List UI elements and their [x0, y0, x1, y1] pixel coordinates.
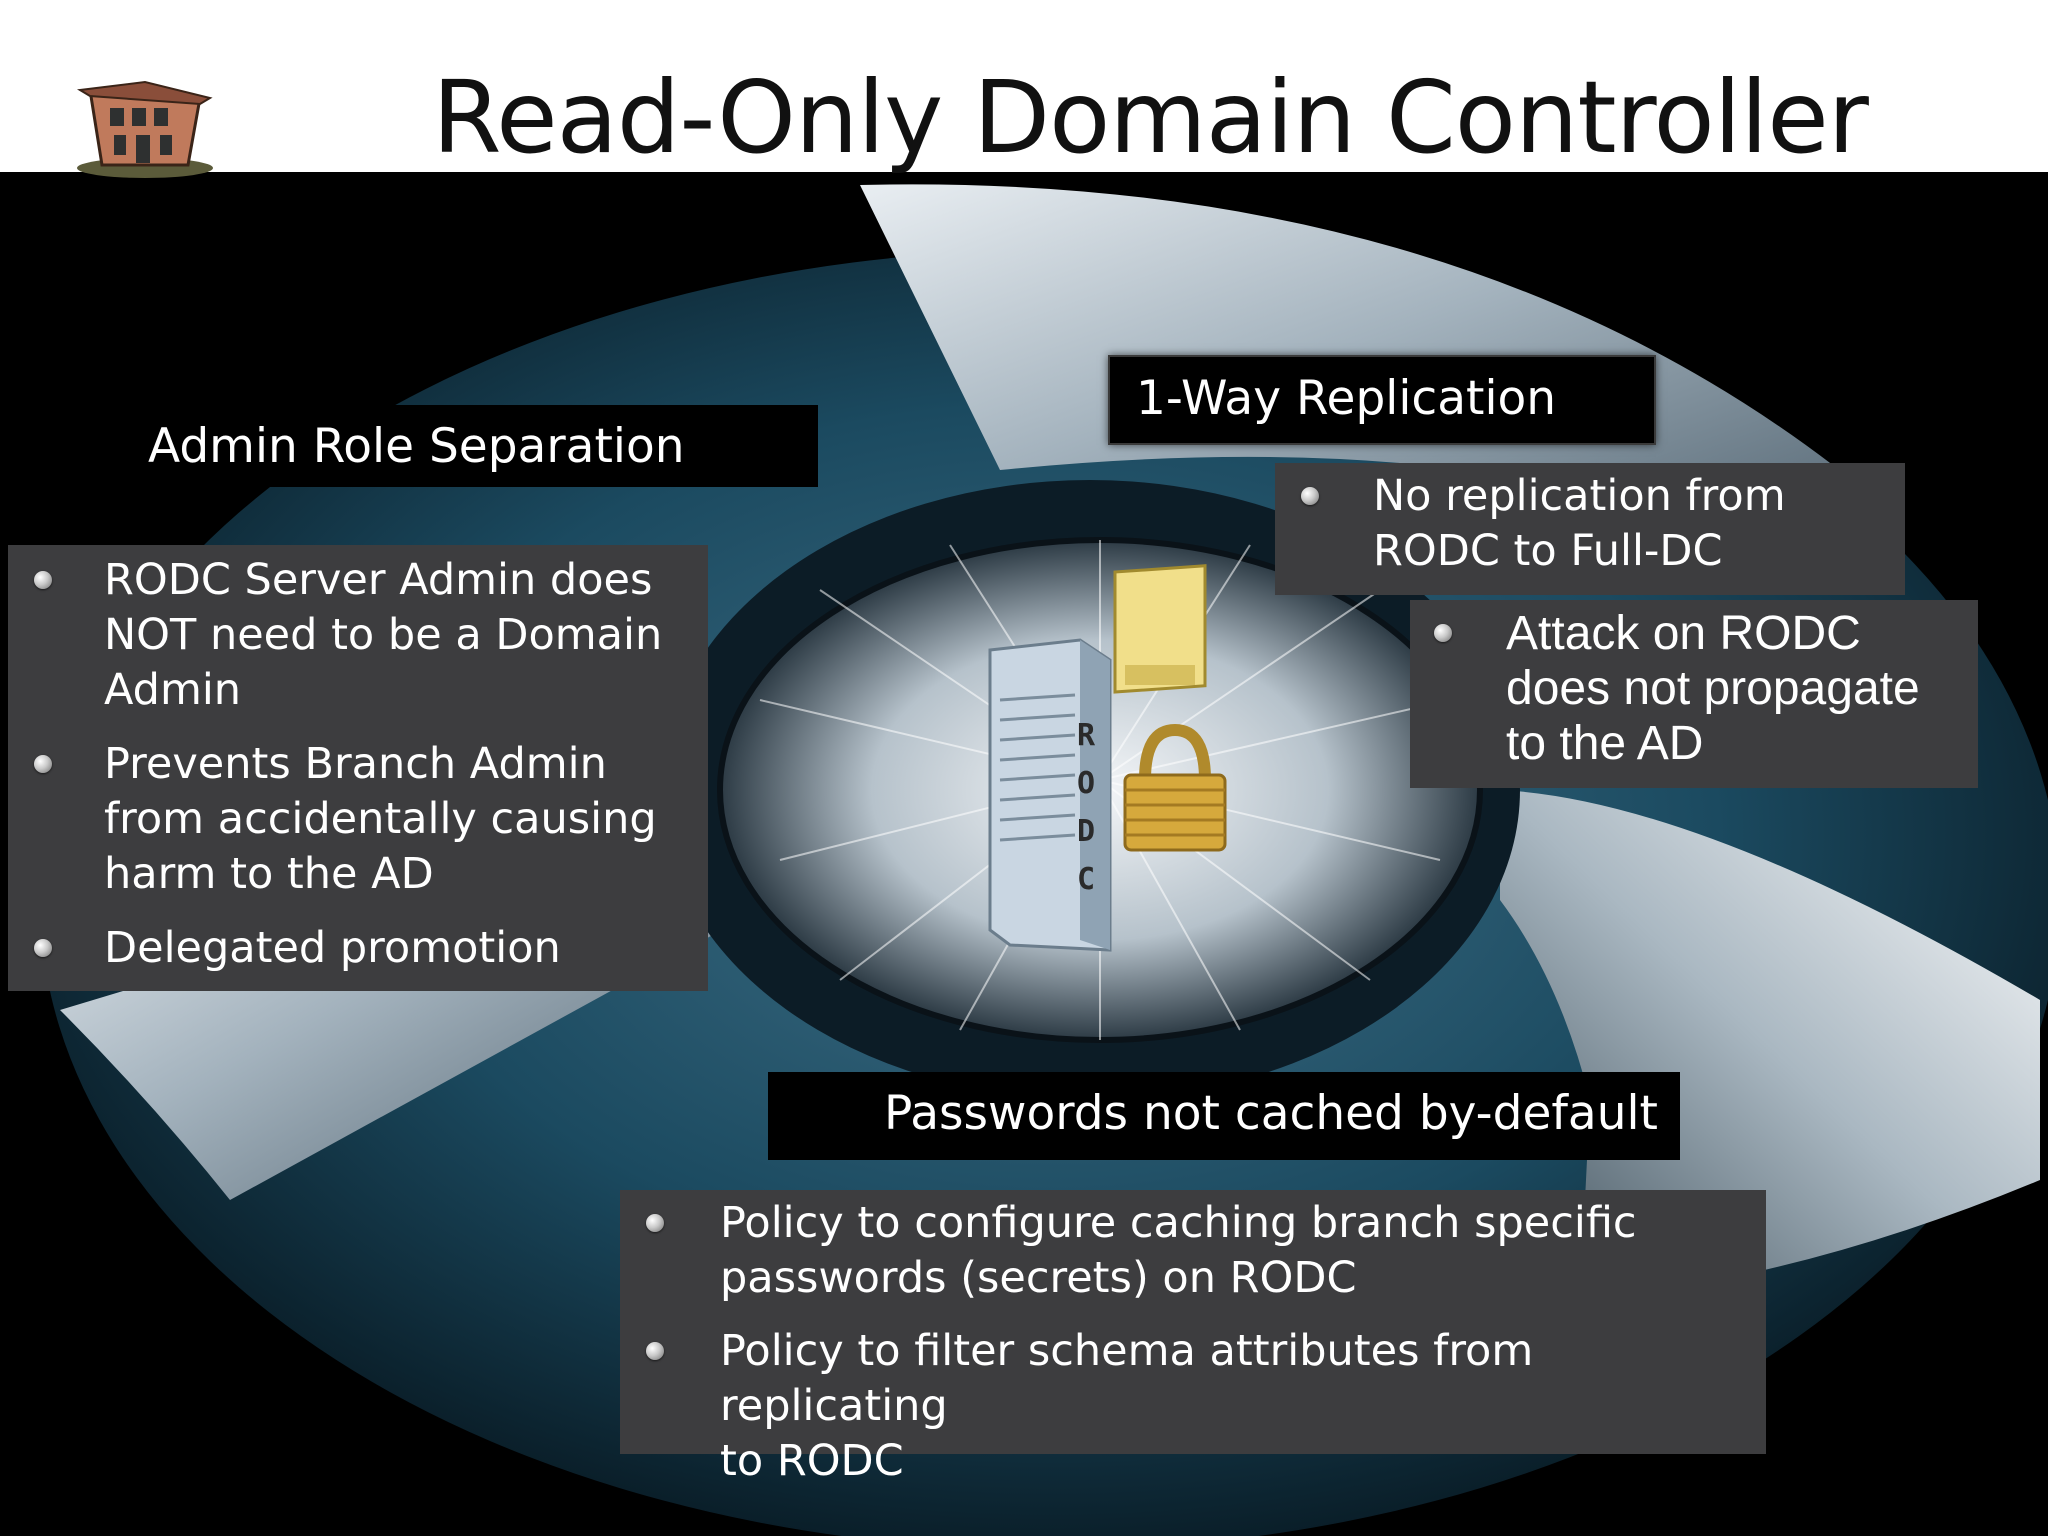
bullet-icon — [646, 1342, 664, 1360]
bullet-text: No replication from RODC to Full-DC — [1373, 471, 1786, 576]
bullet-icon — [646, 1214, 664, 1232]
server-label-letter: C — [1077, 862, 1095, 897]
server-label-letter: R — [1077, 718, 1096, 753]
bullet-text: Delegated promotion — [104, 923, 561, 973]
bullet-text: Policy to filter schema attributes from … — [720, 1326, 1534, 1486]
admin-section-label: Admin Role Separation — [118, 405, 818, 487]
bullet-text: Attack on RODC does not propagate to the… — [1506, 607, 1920, 770]
replication-section-label-text: 1-Way Replication — [1136, 371, 1557, 426]
slide-title: Read-Only Domain Controller — [432, 59, 1869, 176]
bullet-icon — [34, 755, 52, 773]
header-bar — [0, 0, 2048, 172]
server-label-letter: D — [1077, 814, 1095, 849]
passwords-bullets-panel: Policy to configure caching branch speci… — [620, 1190, 1766, 1486]
bullet-text: Policy to configure caching branch speci… — [720, 1198, 1637, 1303]
bullet-text: Prevents Branch Admin from accidentally … — [104, 739, 657, 899]
bullet-icon — [34, 939, 52, 957]
lock-folder-icon — [1113, 564, 1227, 852]
admin-section-label-text: Admin Role Separation — [148, 419, 685, 474]
bullet-icon — [1434, 624, 1452, 642]
arrow-segment-right — [1500, 790, 2040, 1300]
bullet-text: RODC Server Admin does NOT need to be a … — [104, 555, 663, 715]
server-label-letter: O — [1077, 766, 1095, 801]
replication-bullets-panel: No replication from RODC to Full-DC — [1275, 463, 1905, 595]
bullet-icon — [1301, 487, 1319, 505]
passwords-section-label: Passwords not cached by-default — [768, 1072, 1680, 1160]
replication-sub-bullets-panel: Attack on RODC does not propagate to the… — [1410, 600, 1978, 788]
passwords-section-label-text: Passwords not cached by-default — [884, 1086, 1658, 1141]
building-logo-icon — [76, 80, 213, 178]
admin-bullets-panel: RODC Server Admin does NOT need to be a … — [8, 545, 708, 991]
replication-section-label: 1-Way Replication — [1108, 355, 1656, 445]
bullet-icon — [34, 571, 52, 589]
